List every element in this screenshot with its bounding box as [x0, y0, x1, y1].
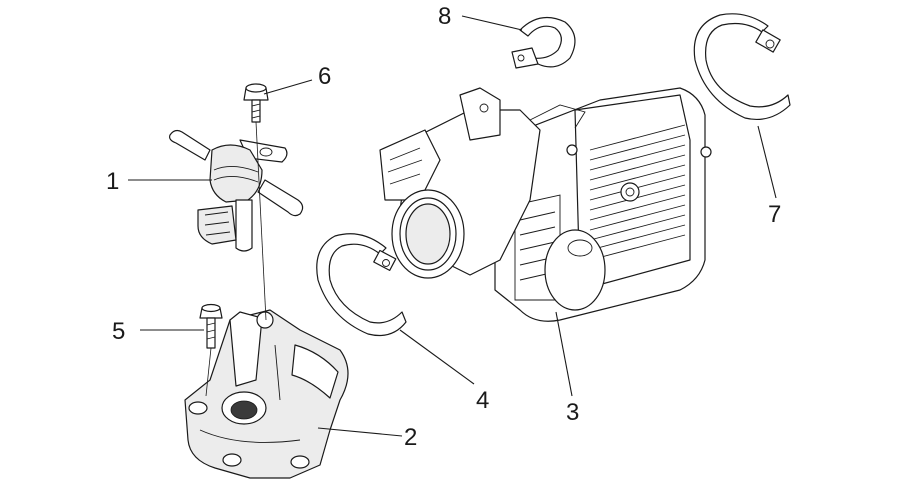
callout-8: 8 — [438, 3, 451, 30]
leader-5-axis — [205, 347, 212, 397]
callout-labels: 1 2 3 4 5 6 7 8 — [106, 3, 781, 451]
leader-2 — [317, 427, 403, 437]
part-4-clamp — [316, 233, 407, 337]
part-8-clamp — [511, 16, 576, 69]
part-7-clamp — [693, 13, 791, 121]
callout-6: 6 — [318, 63, 331, 90]
leader-7 — [757, 125, 777, 199]
part-3-throttle-body — [379, 87, 712, 322]
leader-lines — [128, 15, 777, 437]
part-1-injector — [169, 129, 304, 252]
part-6-bolt — [243, 83, 269, 123]
leader-8 — [461, 15, 523, 31]
leader-3 — [555, 311, 573, 397]
part-5-bolt — [199, 303, 223, 349]
callout-1: 1 — [106, 168, 119, 195]
leader-6 — [263, 79, 313, 95]
leader-6-axis — [255, 121, 267, 321]
part-2-intake-manifold — [184, 309, 349, 479]
callout-5: 5 — [112, 318, 125, 345]
leader-4 — [399, 329, 475, 385]
callout-2: 2 — [404, 424, 417, 451]
callout-7: 7 — [768, 201, 781, 228]
callout-4: 4 — [476, 387, 489, 414]
callout-3: 3 — [566, 399, 579, 426]
